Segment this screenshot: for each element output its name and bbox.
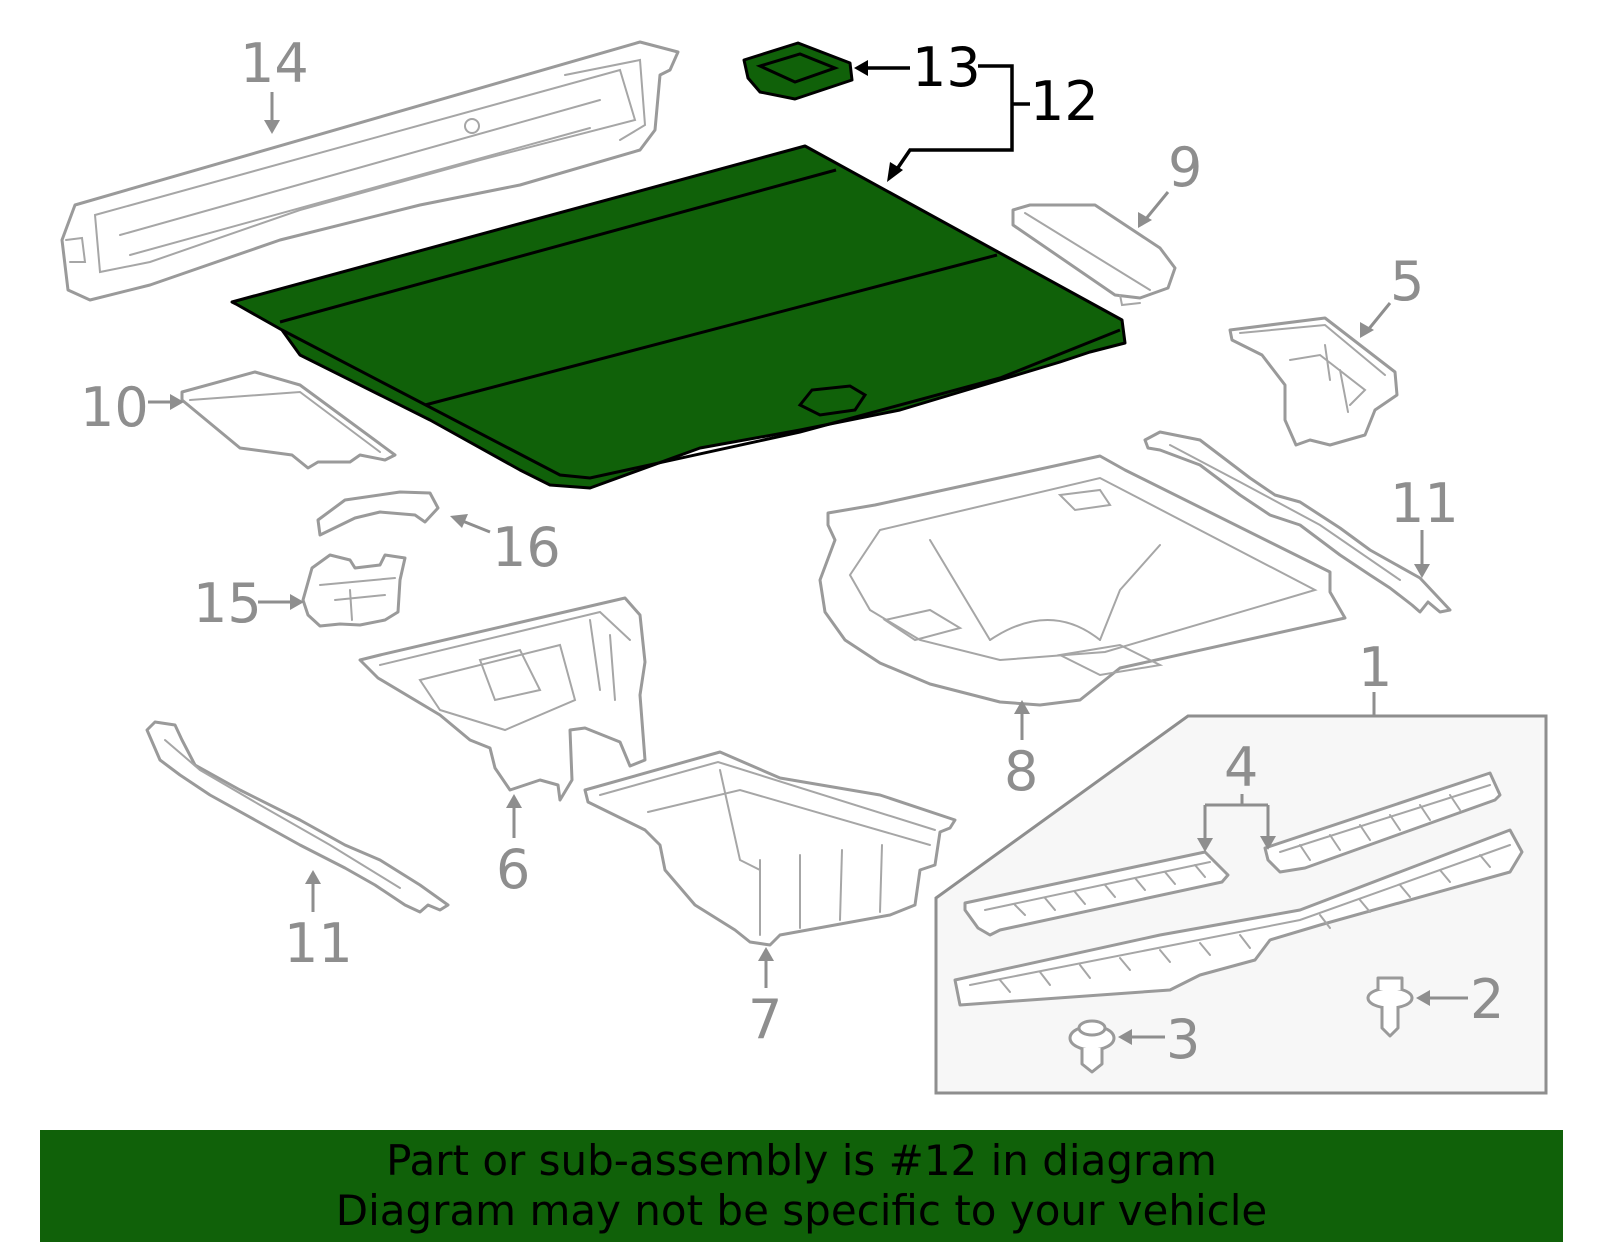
callout-4: 4 bbox=[1224, 736, 1258, 799]
callout-3: 3 bbox=[1166, 1008, 1200, 1071]
callout-10: 10 bbox=[80, 376, 149, 439]
banner-line-1: Part or sub-assembly is #12 in diagram bbox=[386, 1136, 1217, 1185]
part-3-clip bbox=[1068, 1019, 1116, 1074]
callout-9: 9 bbox=[1168, 136, 1202, 199]
part-1-inset-box bbox=[934, 714, 1548, 1095]
callout-8: 8 bbox=[1004, 740, 1038, 803]
callout-5: 5 bbox=[1390, 250, 1424, 313]
callout-16: 16 bbox=[492, 516, 561, 579]
part-15-clip bbox=[301, 553, 407, 628]
callout-labels: 14 13 12 9 5 10 16 15 11 8 6 11 7 1 4 2 … bbox=[80, 32, 1504, 1071]
callout-14: 14 bbox=[240, 32, 309, 95]
callout-15: 15 bbox=[193, 572, 262, 635]
part-11-rail-right bbox=[1143, 430, 1452, 614]
part-16-trim bbox=[316, 490, 440, 537]
part-12-deck-board bbox=[230, 144, 1127, 490]
callout-7: 7 bbox=[748, 988, 782, 1051]
callout-6: 6 bbox=[496, 838, 530, 901]
callout-2: 2 bbox=[1470, 968, 1504, 1031]
callout-12: 12 bbox=[1030, 70, 1099, 133]
leader-lines bbox=[148, 60, 1468, 1045]
callout-13: 13 bbox=[912, 36, 981, 99]
part-4-scuff-plates bbox=[963, 771, 1502, 937]
part-5-bracket bbox=[1228, 316, 1399, 447]
part-9-cover bbox=[1011, 203, 1177, 307]
callout-11-right: 11 bbox=[1390, 472, 1459, 535]
part-8-tire-well bbox=[818, 454, 1347, 707]
part-14-rear-panel bbox=[60, 40, 680, 302]
banner-line-2: Diagram may not be specific to your vehi… bbox=[335, 1186, 1268, 1235]
part-2-clip bbox=[1366, 976, 1414, 1038]
part-10-side-cover bbox=[180, 370, 397, 470]
part-6-tray bbox=[358, 596, 647, 802]
info-banner: Part or sub-assembly is #12 in diagram D… bbox=[40, 1130, 1563, 1242]
part-13-grommet bbox=[742, 41, 854, 101]
callout-11-left: 11 bbox=[284, 912, 353, 975]
part-11-rail-left bbox=[145, 720, 450, 914]
part-7-bin bbox=[583, 750, 957, 947]
callout-1: 1 bbox=[1358, 636, 1392, 699]
